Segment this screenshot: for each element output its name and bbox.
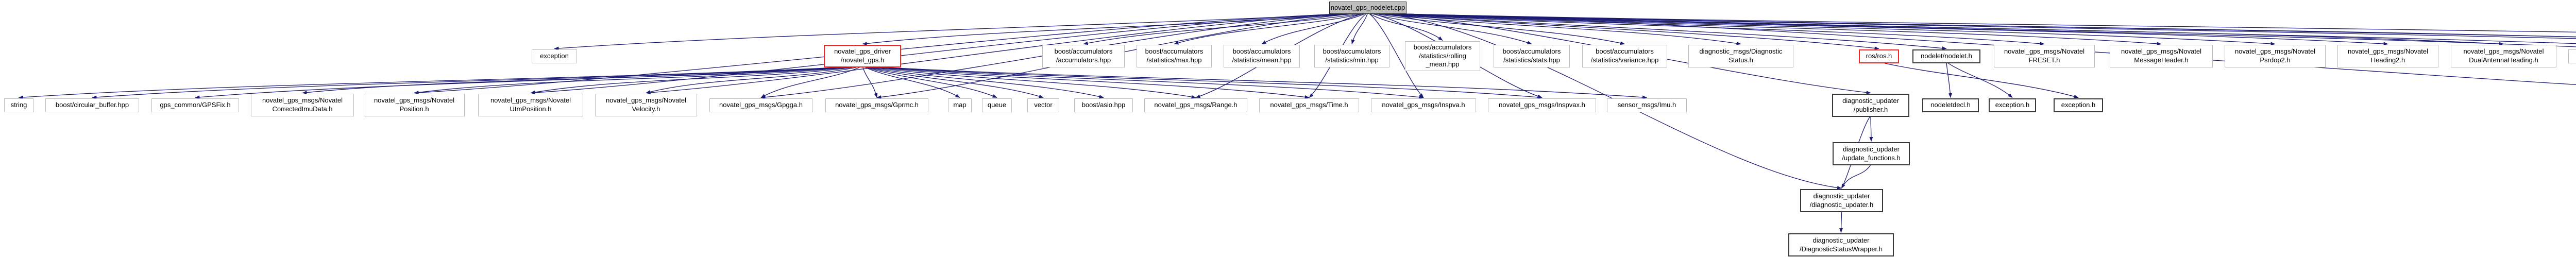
edge-novatel_gps_h-to-inspvax <box>883 67 1543 99</box>
edge-cpp-to-navsatfix <box>1402 13 2576 47</box>
graph-node-string[interactable]: string <box>4 98 33 112</box>
graph-node-nodelet_h[interactable]: nodelet/nodelet.h <box>1912 49 1980 63</box>
edge-cpp-to-acc_min <box>1351 13 1368 44</box>
graph-node-utmpos[interactable]: novatel_gps_msgs/Novatel UtmPosition.h <box>478 94 583 116</box>
edge-novatel_gps_h-to-gprmc <box>862 67 878 98</box>
graph-node-exception[interactable]: exception <box>532 49 577 63</box>
graph-node-map[interactable]: map <box>948 98 972 112</box>
edge-cpp-to-inspva <box>1369 13 1424 98</box>
edge-cpp-to-ros_h <box>1383 13 1879 50</box>
edge-cpp-to-msgheader <box>1392 13 2162 46</box>
graph-node-update_functions[interactable]: diagnostic_updater /update_functions.h <box>1833 142 1910 165</box>
edge-novatel_gps_h-to-gpgga <box>760 67 860 98</box>
edge-cpp-to-publisher_sw <box>1402 13 2576 38</box>
graph-node-range[interactable]: novatel_gps_msgs/Range.h <box>1144 98 1247 112</box>
edge-cpp-to-velocity <box>646 13 1347 95</box>
edge-novatel_gps_h-to-gpsfix <box>195 67 843 99</box>
graph-node-freset[interactable]: novatel_gps_msgs/Novatel FRESET.h <box>1994 45 2095 67</box>
graph-node-acc_min[interactable]: boost/accumulators /statistics/min.hpp <box>1314 45 1389 67</box>
graph-node-queue[interactable]: queue <box>982 98 1012 112</box>
graph-node-velocity[interactable]: novatel_gps_msgs/Novatel Velocity.h <box>595 94 697 116</box>
edge-novatel_gps_h-to-utmpos <box>530 67 853 94</box>
edge-nodelet_h-to-exception_a <box>1948 63 2013 98</box>
edge-cpp-to-stdtime <box>1402 13 2576 44</box>
graph-node-acc[interactable]: boost/accumulators /accumulators.hpp <box>1042 45 1125 67</box>
edge-novatel_gps_h-to-imu <box>886 67 1647 99</box>
graph-node-acc_mean[interactable]: boost/accumulators /statistics/mean.hpp <box>1224 45 1300 67</box>
graph-node-asio[interactable]: boost/asio.hpp <box>1074 98 1133 112</box>
edge-novatel_gps_h-to-vector <box>868 67 1044 98</box>
edge-cpp-to-acc <box>1083 13 1360 45</box>
edge-cpp-to-subscriber <box>1402 13 2576 39</box>
edge-update_functions-to-du_updater <box>1841 165 1871 189</box>
graph-node-diag_status[interactable]: diagnostic_msgs/Diagnostic Status.h <box>1688 45 1793 67</box>
edge-novatel_gps_h-to-circbuf <box>92 67 840 99</box>
graph-node-heading2[interactable]: novatel_gps_msgs/Novatel Heading2.h <box>2337 45 2438 67</box>
graph-node-position[interactable]: novatel_gps_msgs/Novatel Position.h <box>364 94 465 116</box>
graph-node-exception_b[interactable]: exception.h <box>2054 98 2103 112</box>
edge-cpp-to-exception <box>554 13 1344 50</box>
edge-ros_h-to-exception_b <box>1885 63 2079 98</box>
edge-novatel_gps_h-to-string <box>19 67 837 99</box>
graph-node-imu[interactable]: sensor_msgs/Imu.h <box>1607 98 1687 112</box>
graph-node-acc_max[interactable]: boost/accumulators /statistics/max.hpp <box>1137 45 1212 67</box>
edge-cpp-to-nodelet_h <box>1385 13 1947 50</box>
graph-node-inspva[interactable]: novatel_gps_msgs/Inspva.h <box>1371 98 1476 112</box>
graph-node-nodeletdecl[interactable]: nodeletdecl.h <box>1922 98 1979 112</box>
edge-novatel_gps_h-to-time <box>875 67 1310 99</box>
edge-novatel_gps_h-to-queue <box>866 67 997 98</box>
graph-node-gprmc[interactable]: novatel_gps_msgs/Gprmc.h <box>825 98 928 112</box>
graph-node-inspvax[interactable]: novatel_gps_msgs/Inspvax.h <box>1488 98 1596 112</box>
graph-node-time[interactable]: novatel_gps_msgs/Time.h <box>1259 98 1359 112</box>
graph-node-msgheader[interactable]: novatel_gps_msgs/Novatel MessageHeader.h <box>2110 45 2213 67</box>
edge-cpp-to-utmpos <box>530 13 1343 95</box>
edge-cpp-to-acc_stats <box>1372 13 1532 45</box>
edge-novatel_gps_h-to-asio <box>869 67 1104 98</box>
graph-node-ros_h[interactable]: ros/ros.h <box>1859 49 1899 63</box>
graph-node-novatel_gps_h[interactable]: novatel_gps_driver /novatel_gps.h <box>824 45 901 67</box>
edge-novatel_gps_h-to-map <box>865 67 960 98</box>
graph-node-acc_var[interactable]: boost/accumulators /statistics/variance.… <box>1582 45 1667 67</box>
include-edges <box>19 13 2576 233</box>
graph-node-navsatfix[interactable]: sensor_msgs/NavSatFix.h <box>2568 49 2576 63</box>
edge-cpp-to-classlist <box>1402 13 2576 32</box>
edge-du_updater-to-status_wrapper <box>1839 212 1843 233</box>
graph-node-du_publisher[interactable]: diagnostic_updater /publisher.h <box>1832 94 1909 117</box>
edge-cpp-to-novatel_gps_h <box>862 13 1353 46</box>
graph-node-acc_stats[interactable]: boost/accumulators /statistics/stats.hpp <box>1494 45 1570 67</box>
graph-node-dualantenna[interactable]: novatel_gps_msgs/Novatel DualAntennaHead… <box>2451 45 2556 67</box>
edge-cpp-to-acc_mean <box>1261 13 1365 45</box>
graph-node-gpsfix[interactable]: gps_common/GPSFix.h <box>151 98 239 112</box>
edge-nodelet_h-to-nodeletdecl <box>1946 63 1952 98</box>
edge-novatel_gps_h-to-inspva <box>879 67 1424 99</box>
edge-novatel_gps_h-to-range <box>872 67 1196 99</box>
graph-node-vector[interactable]: vector <box>1027 98 1059 112</box>
edge-cpp-to-acc_rolling <box>1369 13 1443 41</box>
edge-cpp-to-acc_max <box>1174 13 1362 45</box>
edge-novatel_gps_h-to-velocity <box>646 67 856 94</box>
graph-node-imudata[interactable]: novatel_gps_msgs/Novatel CorrectedImuDat… <box>251 94 354 116</box>
graph-node-acc_rolling[interactable]: boost/accumulators /statistics/rolling _… <box>1405 41 1480 71</box>
graph-node-gpgga[interactable]: novatel_gps_msgs/Gpgga.h <box>709 98 812 112</box>
graph-node-circbuf[interactable]: boost/circular_buffer.hpp <box>45 98 139 112</box>
graph-node-du_updater[interactable]: diagnostic_updater /diagnostic_updater.h <box>1800 189 1883 212</box>
edge-novatel_gps_h-to-imudata <box>302 67 846 95</box>
graph-node-exception_a[interactable]: exception.h <box>1989 98 2036 112</box>
graph-root-node-cpp[interactable]: novatel_gps_nodelet.cpp <box>1329 2 1406 14</box>
graph-node-status_wrapper[interactable]: diagnostic_updater /DiagnosticStatusWrap… <box>1788 233 1894 256</box>
edge-cpp-to-acc_var <box>1375 13 1625 45</box>
graph-node-psrdop2[interactable]: novatel_gps_msgs/Novatel Psrdop2.h <box>2225 45 2326 67</box>
edge-novatel_gps_h-to-position <box>414 67 849 94</box>
edge-cpp-to-psrdop2 <box>1395 13 2276 46</box>
